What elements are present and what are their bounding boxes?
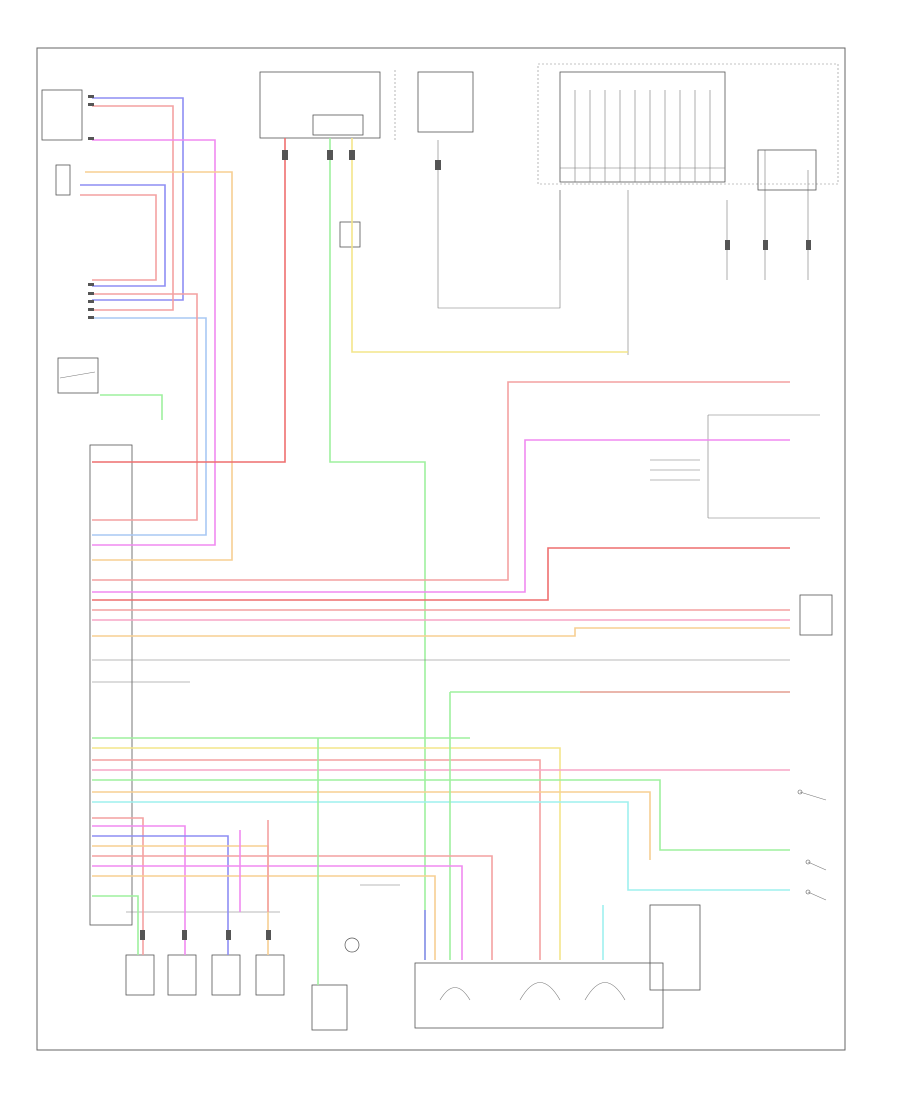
wires-lower-runs bbox=[92, 691, 790, 960]
wires-top-center bbox=[92, 138, 628, 960]
connector-marks bbox=[88, 95, 811, 940]
top-modules bbox=[259, 70, 474, 248]
wires-bottom-runs bbox=[92, 738, 604, 985]
wires-right-runs bbox=[92, 381, 790, 683]
right-components bbox=[650, 414, 833, 901]
bottom-components bbox=[125, 884, 701, 1031]
wires-top-left bbox=[80, 97, 233, 561]
top-left-connectors bbox=[41, 89, 133, 926]
diagram-frame bbox=[36, 47, 846, 1051]
top-right-module bbox=[537, 63, 839, 355]
